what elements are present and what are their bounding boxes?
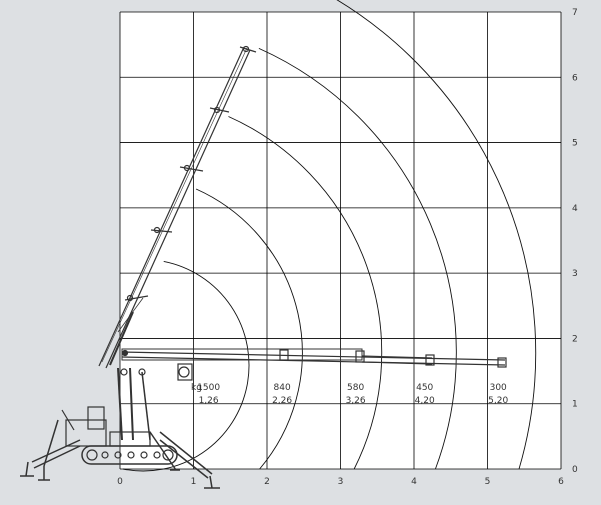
outriggers bbox=[20, 419, 220, 489]
boom-horizontal bbox=[121, 348, 507, 381]
grid bbox=[119, 11, 562, 470]
y-axis-ticks: 0 1 2 3 4 5 6 7 bbox=[572, 8, 578, 475]
y-tick-label: 6 bbox=[572, 73, 578, 83]
load-radius: 5,20 bbox=[488, 396, 508, 406]
load-arc bbox=[336, 0, 537, 470]
load-value: 840 bbox=[274, 383, 291, 393]
x-tick-label: 6 bbox=[558, 477, 564, 487]
x-tick-label: 3 bbox=[338, 477, 344, 487]
boom-extended bbox=[98, 45, 257, 369]
y-tick-label: 4 bbox=[572, 204, 578, 214]
tracked-base bbox=[61, 406, 178, 465]
load-arc bbox=[122, 261, 250, 472]
load-radius: 3,26 bbox=[346, 396, 366, 406]
x-tick-label: 0 bbox=[117, 477, 123, 487]
x-tick-label: 4 bbox=[411, 477, 417, 487]
load-arcs bbox=[122, 0, 537, 472]
load-arc bbox=[228, 116, 383, 470]
load-value: 300 bbox=[490, 383, 507, 393]
y-tick-label: 7 bbox=[572, 8, 578, 18]
crane-drawing bbox=[20, 45, 507, 489]
y-tick-label: 0 bbox=[572, 465, 578, 475]
load-radius: 2,26 bbox=[272, 396, 292, 406]
x-tick-label: 2 bbox=[264, 477, 270, 487]
x-tick-label: 1 bbox=[191, 477, 197, 487]
y-tick-label: 1 bbox=[572, 400, 578, 410]
mast bbox=[117, 367, 151, 441]
load-labels: 1500 1,26 840 2,26 580 3,26 450 4,20 300 5,20 bbox=[197, 383, 508, 406]
y-tick-label: 2 bbox=[572, 334, 578, 344]
x-tick-label: 5 bbox=[485, 477, 491, 487]
y-tick-label: 3 bbox=[572, 269, 578, 279]
x-axis-ticks: 0 1 2 3 4 5 6 bbox=[117, 477, 564, 487]
load-value: 450 bbox=[416, 383, 433, 393]
load-radius: 4,20 bbox=[415, 396, 435, 406]
load-value: 580 bbox=[347, 383, 364, 393]
load-unit-label: kg bbox=[191, 383, 202, 393]
load-radius: 1,26 bbox=[199, 396, 219, 406]
load-arc bbox=[258, 47, 457, 470]
load-value: 1500 bbox=[197, 383, 220, 393]
load-arc bbox=[195, 188, 303, 470]
y-tick-label: 5 bbox=[572, 139, 578, 149]
